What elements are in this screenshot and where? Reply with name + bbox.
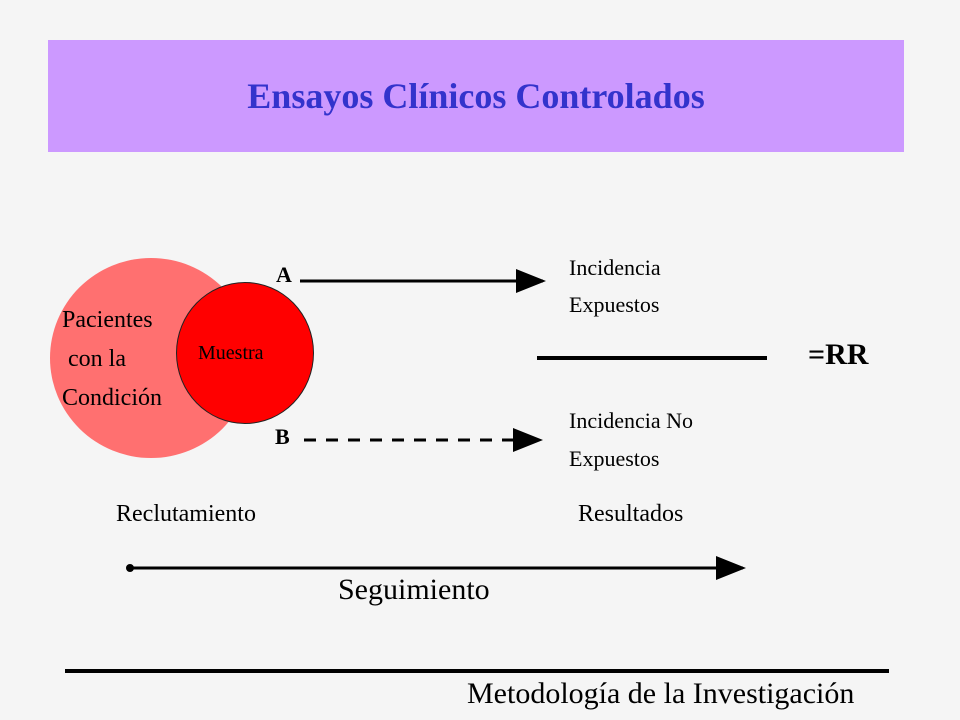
recruitment-label: Reclutamiento (116, 501, 256, 527)
results-label: Resultados (578, 501, 684, 527)
sample-label: Muestra (198, 342, 264, 364)
population-label-line1: Pacientes (62, 307, 153, 333)
outcome-a-line2: Expuestos (569, 292, 660, 317)
outcome-b-line2: Expuestos (569, 446, 660, 471)
sample-circle (176, 282, 314, 424)
footer-text: Metodología de la Investigación (467, 677, 855, 710)
followup-label: Seguimiento (338, 573, 490, 606)
population-label-line2: con la (62, 346, 126, 372)
title-banner: Ensayos Clínicos Controlados (48, 40, 904, 152)
outcome-b-line1: Incidencia No (569, 408, 693, 433)
slide-title: Ensayos Clínicos Controlados (247, 76, 705, 116)
arm-a-label: A (276, 262, 292, 287)
outcome-a-line1: Incidencia (569, 255, 661, 280)
population-label-line3: Condición (62, 385, 162, 411)
ratio-label: =RR (808, 338, 869, 371)
arm-b-label: B (275, 424, 290, 449)
